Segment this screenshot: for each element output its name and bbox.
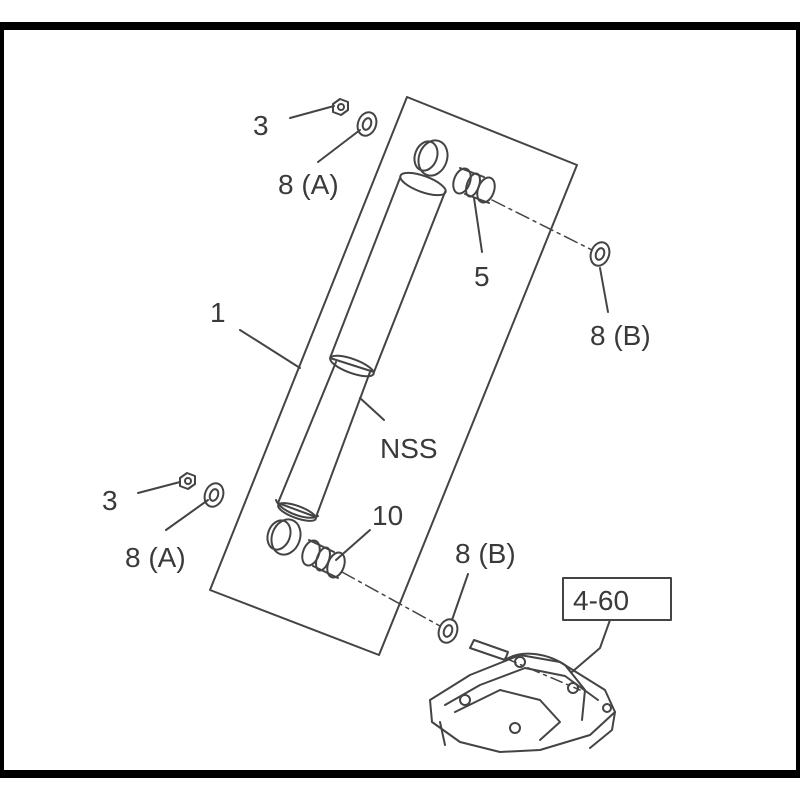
axis-line-upper [491, 199, 593, 251]
leader-8a-lower [165, 499, 209, 531]
label-nss: NSS [380, 433, 438, 464]
leader-8b-upper [599, 267, 609, 313]
leader-5 [473, 197, 483, 253]
assembly-frame [209, 96, 578, 656]
washer-a-lower [203, 482, 225, 508]
label-nut-upper: 3 [253, 110, 269, 141]
leader-8a-upper [317, 129, 361, 163]
washer-b-lower [437, 618, 459, 644]
label-nut-lower: 3 [102, 485, 118, 516]
leader-10 [335, 529, 371, 561]
leader-3-upper [289, 105, 335, 119]
axis-line-lower [341, 571, 441, 627]
label-reference: 4-60 [573, 585, 629, 616]
label-shock-absorber: 1 [210, 297, 226, 328]
right-border [796, 22, 800, 778]
washer-a-upper [356, 111, 378, 137]
nut-upper [332, 98, 349, 116]
left-border [0, 22, 4, 778]
label-bushing-upper: 5 [474, 261, 490, 292]
label-washer-a-upper: 8 (A) [278, 169, 339, 200]
axis-line-bracket [504, 657, 581, 691]
shock-absorber [266, 139, 449, 556]
leader-nss [359, 397, 385, 421]
bushing-upper [452, 167, 496, 204]
bottom-border [0, 770, 800, 778]
top-border [0, 22, 800, 30]
reference-box [562, 577, 672, 621]
leader-1 [239, 329, 301, 369]
bushing-lower [301, 539, 346, 579]
leader-ref [571, 619, 611, 673]
nut-lower [179, 472, 196, 490]
label-washer-a-lower: 8 (A) [125, 542, 186, 573]
label-washer-b-upper: 8 (B) [590, 320, 651, 351]
label-washer-b-lower: 8 (B) [455, 538, 516, 569]
mounting-bracket [429, 639, 616, 753]
label-bushing-lower: 10 [372, 500, 403, 531]
leader-3-lower [137, 481, 181, 494]
leader-8b-lower [451, 573, 469, 621]
washer-b-upper [589, 241, 611, 267]
